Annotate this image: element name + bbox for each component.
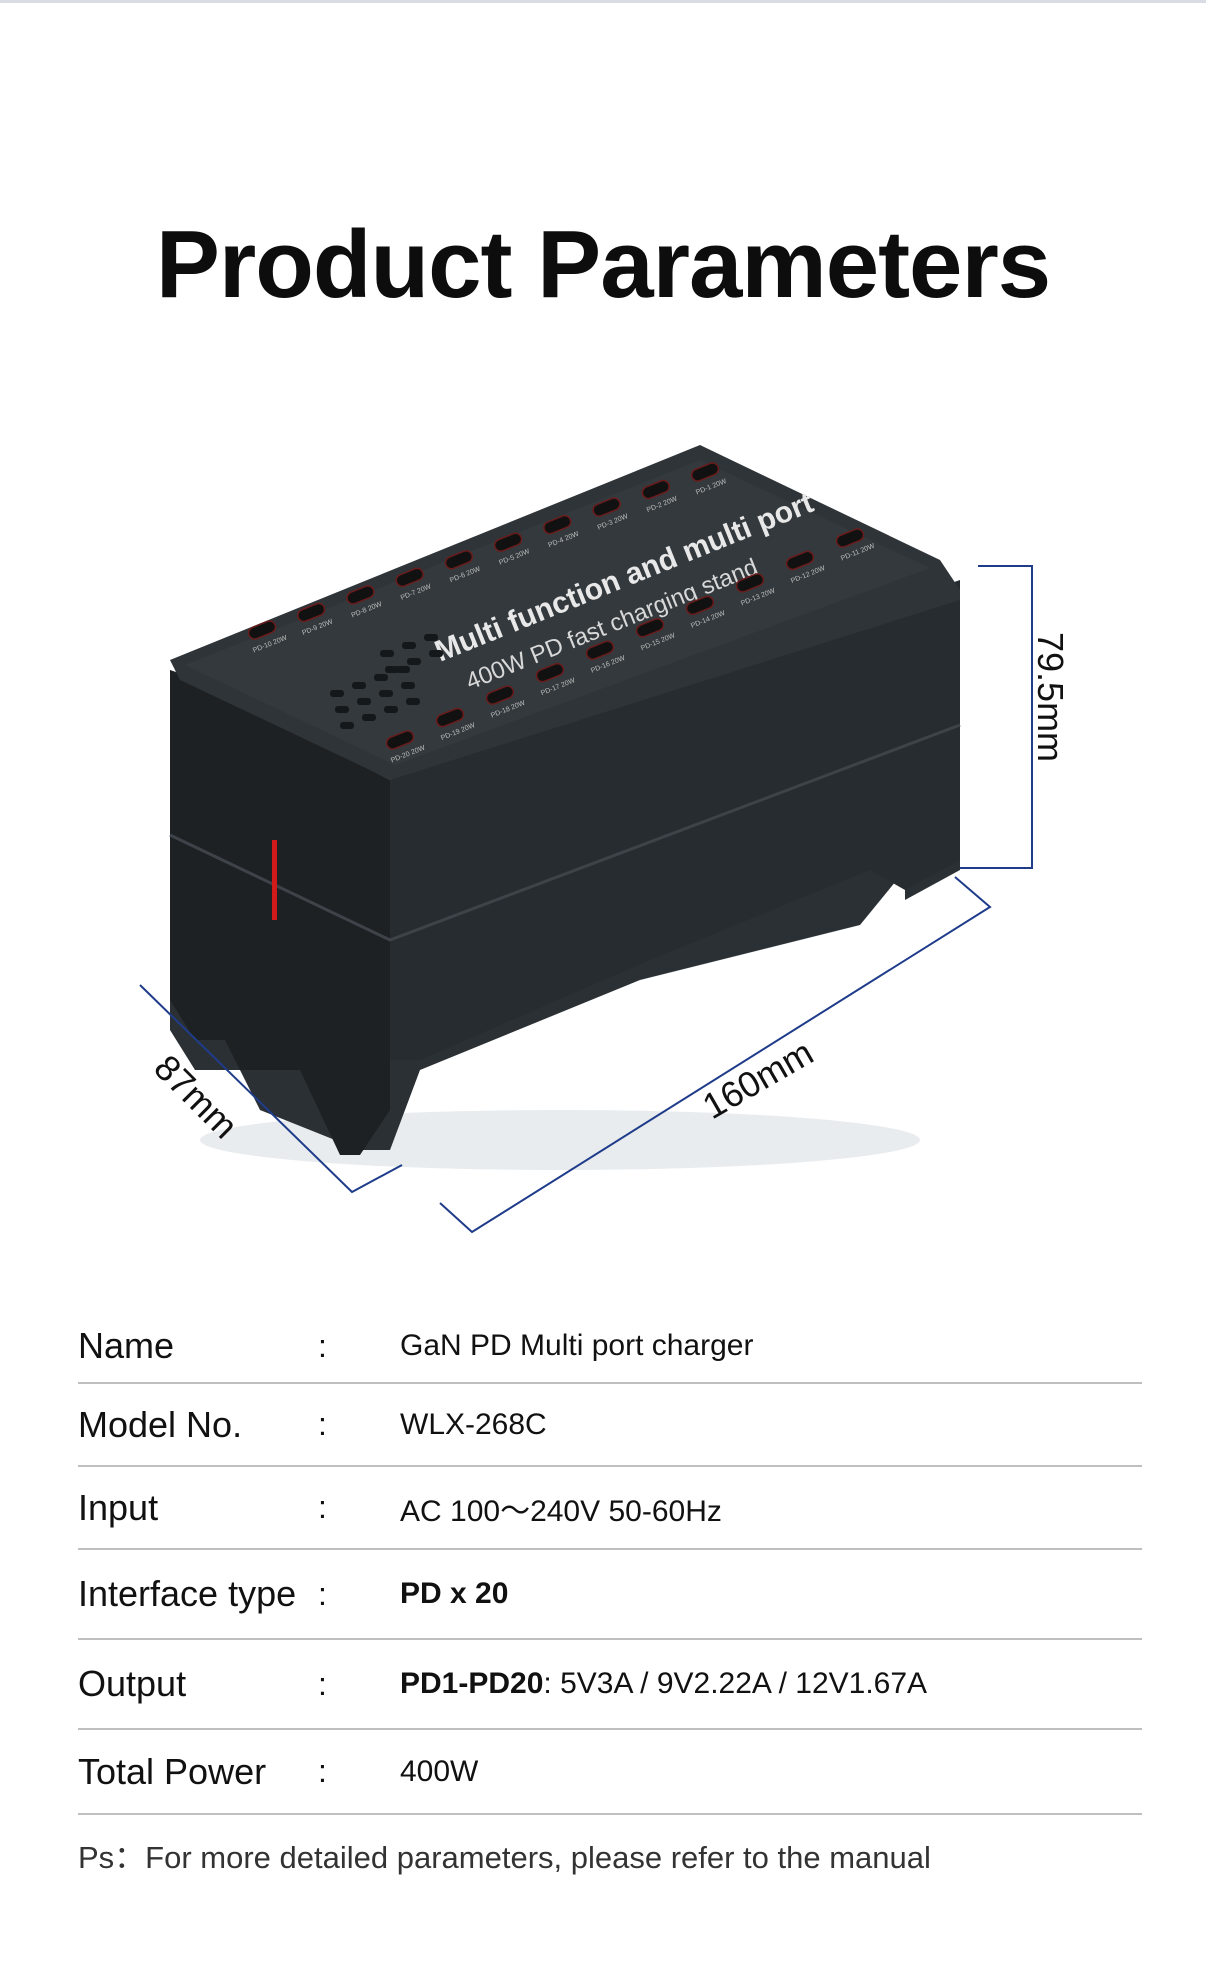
spec-colon: : xyxy=(318,1665,327,1702)
page-title: Product Parameters xyxy=(155,211,1051,318)
usb-c-port-socket xyxy=(444,550,474,570)
spec-colon: : xyxy=(318,1575,327,1612)
usb-c-port-socket xyxy=(247,620,277,640)
charger-left-face xyxy=(170,670,390,1155)
charger-seam xyxy=(169,723,961,942)
spec-colon: : xyxy=(318,1753,327,1789)
vent-grille xyxy=(330,634,443,729)
spec-value: PD1-PD20: 5V3A / 9V2.22A / 12V1.67A xyxy=(400,1667,927,1701)
charger-right-face xyxy=(390,580,960,1060)
usb-c-port-socket xyxy=(485,685,515,705)
spec-label: Model No. xyxy=(78,1403,243,1445)
spec-value: GaN PD Multi port charger xyxy=(400,1329,754,1362)
spec-label: Name xyxy=(78,1325,175,1366)
dimension-lines xyxy=(139,565,1033,1234)
usb-c-port-socket xyxy=(535,662,565,683)
height-dimension-line xyxy=(960,565,1033,869)
spec-row-name: Name : GaN PD Multi port charger xyxy=(78,1310,1142,1384)
charger-top-inner xyxy=(185,460,930,765)
usb-c-port-socket xyxy=(785,550,815,571)
usb-c-port-socket xyxy=(435,707,465,728)
spec-row-interface: Interface type : PD x 20 xyxy=(78,1550,1142,1640)
usb-c-port-socket xyxy=(543,514,572,535)
height-dimension-label: 79.5mm xyxy=(1030,632,1071,762)
usb-c-port-socket xyxy=(685,595,715,616)
usb-c-port-socket xyxy=(297,602,326,623)
spec-table: Name : GaN PD Multi port charger Model N… xyxy=(78,1310,1142,1815)
spec-label: Output xyxy=(78,1663,187,1704)
product-illustration: Multi function and multi port 400W PD fa… xyxy=(139,445,1071,1234)
spec-value-bold: PD1-PD20 xyxy=(400,1667,544,1700)
spec-value: PD x 20 xyxy=(400,1577,508,1611)
spec-value-bold: PD x 20 xyxy=(400,1577,509,1610)
spec-colon: : xyxy=(318,1406,327,1442)
spec-value: 400W xyxy=(400,1754,479,1788)
width-dimension-line xyxy=(139,984,403,1194)
spec-label: Total Power xyxy=(78,1750,267,1792)
usb-c-port-socket xyxy=(592,497,621,517)
usb-c-port-socket xyxy=(395,567,424,588)
usb-c-port-socket xyxy=(385,730,415,750)
top-divider xyxy=(0,0,1206,3)
usb-c-port-socket xyxy=(346,585,375,605)
length-dimension-line xyxy=(439,876,992,1234)
usb-c-port-socket xyxy=(493,532,523,552)
spec-colon: : xyxy=(318,1327,327,1364)
footnote: Ps：For more detailed parameters, please … xyxy=(78,1840,931,1875)
usb-c-port-socket xyxy=(585,640,615,660)
usb-c-port-socket xyxy=(635,618,665,638)
spec-label: Input xyxy=(78,1486,159,1528)
usb-c-port-socket xyxy=(835,528,865,548)
spec-row-model: Model No. : WLX-268C xyxy=(78,1384,1142,1467)
usb-c-port-socket xyxy=(690,462,720,482)
spec-colon: : xyxy=(318,1489,327,1525)
power-indicator xyxy=(272,840,277,920)
spec-value: AC 100～240V 50-60Hz xyxy=(400,1494,722,1528)
spec-row-input: Input : AC 100～240V 50-60Hz xyxy=(78,1467,1142,1550)
spec-value-rest: : 5V3A / 9V2.22A / 12V1.67A xyxy=(543,1667,928,1700)
usb-c-port-socket xyxy=(735,573,765,593)
spec-row-output: Output : PD1-PD20: 5V3A / 9V2.22A / 12V1… xyxy=(78,1640,1142,1730)
usb-c-port-socket xyxy=(641,479,670,500)
spec-label: Interface type xyxy=(78,1573,297,1614)
spec-row-power: Total Power : 400W xyxy=(78,1730,1142,1815)
spec-value: WLX-268C xyxy=(400,1407,547,1441)
